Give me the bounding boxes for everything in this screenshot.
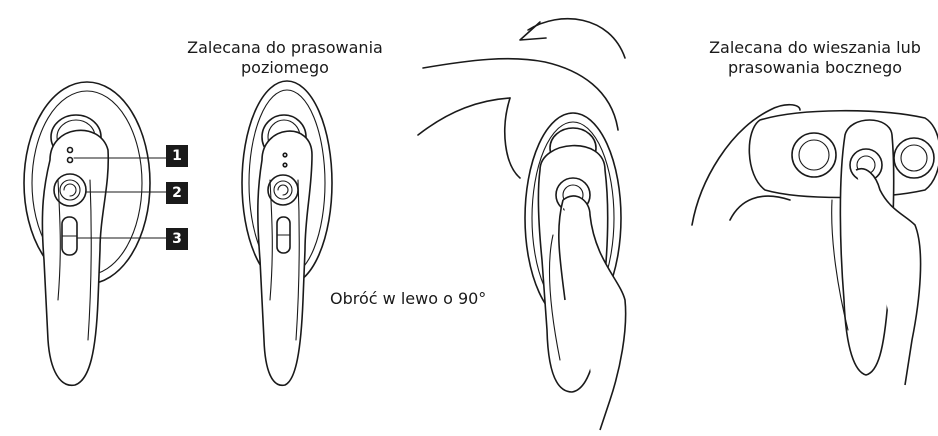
callout-badge-1: 1	[166, 145, 188, 167]
hands-holding-steamer-sideways-icon	[692, 105, 938, 385]
caption-vertical-line-1: Zalecana do wieszania lub	[690, 38, 938, 58]
caption-vertical-line-2: prasowania bocznego	[690, 58, 938, 78]
steamer-front-view-plain-icon	[242, 81, 332, 385]
callout-badge-3: 3	[166, 228, 188, 250]
caption-vertical-hanging: Zalecana do wieszania lub prasowania boc…	[690, 38, 938, 78]
caption-horizontal-line-2: poziomego	[165, 58, 405, 78]
hand-rotating-steamer-icon	[418, 59, 626, 430]
callout-badge-2: 2	[166, 182, 188, 204]
caption-horizontal-line-1: Zalecana do prasowania	[165, 38, 405, 58]
counter-clockwise-arrow-icon	[520, 19, 625, 58]
caption-horizontal-ironing: Zalecana do prasowania poziomego	[165, 38, 405, 78]
caption-rotate-left: Obróć w lewo o 90°	[330, 289, 480, 309]
steamer-front-view-icon	[24, 82, 166, 385]
